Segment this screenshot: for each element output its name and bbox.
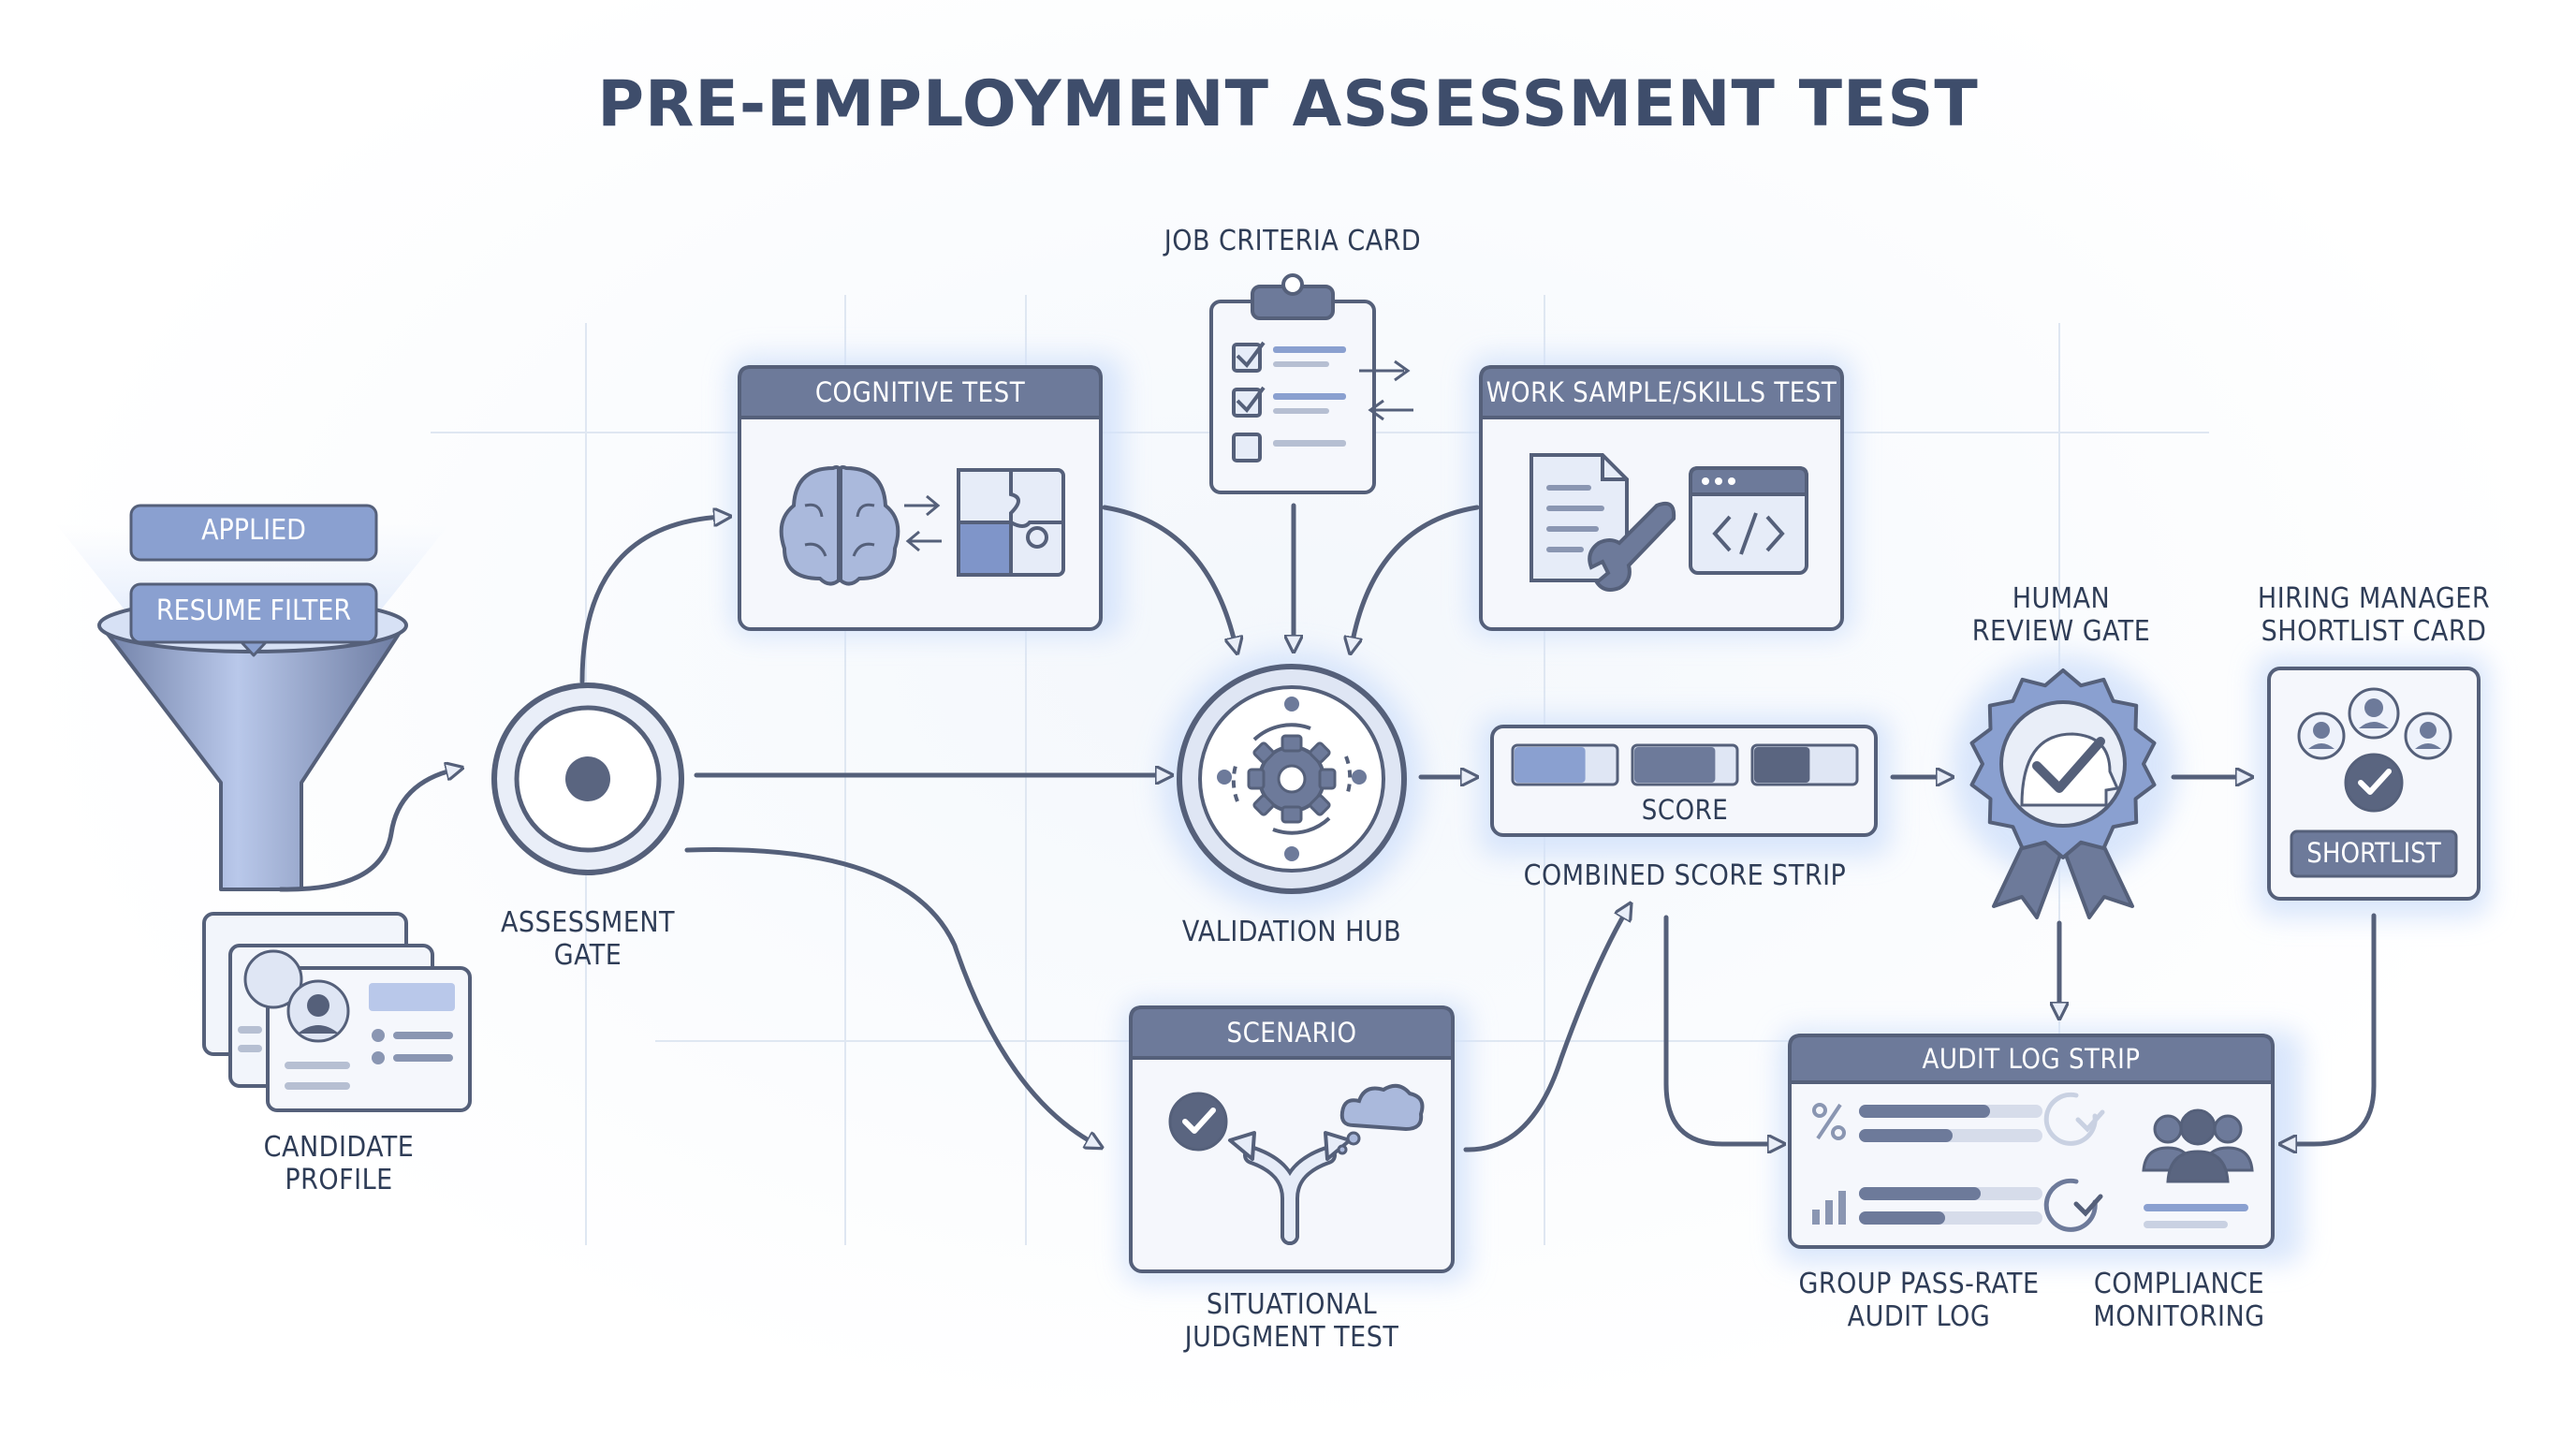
page-title: PRE-EMPLOYMENT ASSESSMENT TEST (597, 67, 1979, 141)
job-criteria-label: JOB CRITERIA CARD (1164, 225, 1422, 257)
applied-label: APPLIED (201, 514, 306, 547)
audit-log-header: AUDIT LOG STRIP (1922, 1043, 2141, 1075)
combined-score-label: COMBINED SCORE STRIP (1523, 859, 1847, 892)
code-window-icon (1689, 466, 1808, 575)
score-inner-label: SCORE (1641, 794, 1729, 826)
swap-arrows-icon (904, 494, 942, 552)
shortlist-button (2290, 829, 2458, 878)
resume-filter-label: RESUME FILTER (155, 594, 352, 627)
cognitive-test-header: COGNITIVE TEST (814, 376, 1026, 408)
bar-chart-icon (1812, 1191, 1846, 1225)
scenario-header: SCENARIO (1226, 1017, 1357, 1049)
puzzle-icon (957, 468, 1065, 577)
document-wrench-icon (1530, 453, 1676, 592)
group-check-icon (2297, 687, 2452, 813)
audit-bars (1859, 1105, 2042, 1225)
shortlist-button-label: SHORTLIST (2306, 837, 2441, 869)
resume-filter-pill (129, 504, 378, 657)
score-segment-fill-1 (1515, 747, 1586, 783)
clipboard-icon (1209, 273, 1413, 494)
target-icon (491, 682, 684, 875)
percent-icon (1812, 1103, 1846, 1140)
check-circle-icon (2043, 1092, 2105, 1232)
id-card-icon (202, 912, 472, 1112)
gear-icon (1177, 664, 1407, 894)
score-segment-fill-2 (1634, 747, 1716, 783)
score-strip (1490, 725, 1878, 837)
work-sample-header: WORK SAMPLE/SKILLS TEST (1486, 376, 1837, 408)
validation-hub-label: VALIDATION HUB (1181, 916, 1402, 948)
score-segment-fill-3 (1754, 747, 1810, 783)
connector-arrows (278, 503, 2377, 1150)
fork-arrow-icon (1168, 1083, 1425, 1245)
team-icon (2142, 1108, 2254, 1228)
brain-icon (779, 465, 900, 586)
badge-check-icon (1969, 668, 2157, 919)
scenario-card (1129, 1005, 1455, 1273)
